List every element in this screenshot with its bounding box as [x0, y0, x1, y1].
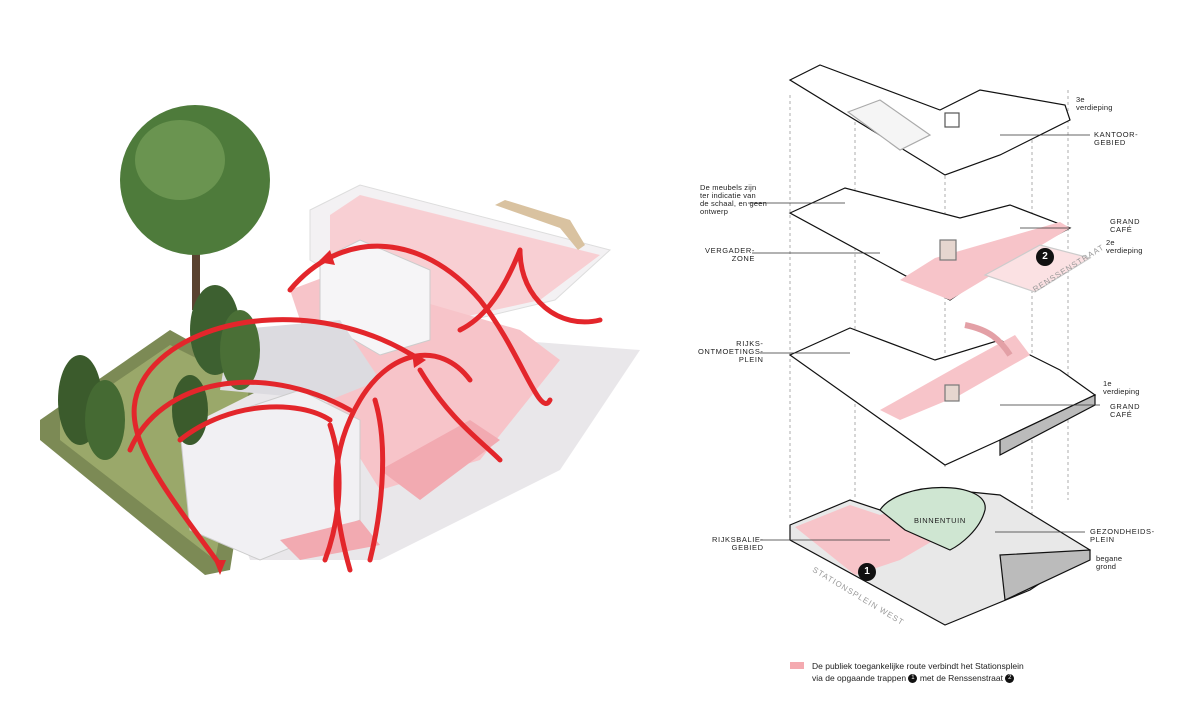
label-rijksbaliegebied: RIJKSBALIE- GEBIED	[712, 535, 764, 552]
legend-text-b: met de Renssenstraat	[919, 673, 1003, 683]
arrow-head	[412, 352, 426, 368]
label-kantoorgebied: KANTOOR- GEBIED	[1094, 130, 1139, 147]
floor-3	[788, 64, 1071, 176]
route-arrow	[131, 317, 423, 568]
arrow-head	[318, 250, 335, 265]
leader-lines	[748, 134, 1100, 541]
tree-crown-highlight	[135, 120, 225, 200]
label-begane-grond: begane grond	[1096, 554, 1123, 571]
stairs-red	[380, 420, 500, 500]
badge-1: 1	[858, 563, 876, 581]
route-arrow	[417, 367, 503, 463]
route-arrow	[177, 404, 333, 443]
label-rijksontmoetingsplein: RIJKS- ONTMOETINGS- PLEIN	[698, 339, 764, 364]
legend-text-a: via de opgaande trappen	[812, 673, 907, 683]
legend: De publiek toegankelijke route verbindt …	[790, 660, 1024, 684]
label-vergaderzone: VERGADER- ZONE	[705, 246, 755, 263]
badge-2: 2	[1036, 248, 1054, 266]
legend-line-2: via de opgaande trappen 1 met de Renssen…	[812, 672, 1024, 684]
label-binnentuin: BINNENTUIN	[914, 516, 966, 525]
floor-2	[788, 187, 1092, 301]
route-arrow	[367, 397, 386, 563]
route-arrow	[127, 379, 353, 453]
label-1e-verdieping: 1e verdieping	[1103, 379, 1140, 396]
label-meubels-note: De meubels zijn ter indicatie van de sch…	[700, 183, 767, 216]
building-axonometric	[40, 105, 640, 575]
legend-line-1: De publiek toegankelijke route verbindt …	[812, 661, 1024, 671]
arrow-head	[214, 560, 226, 575]
tree-trunk	[192, 230, 200, 310]
legend-swatch-route	[790, 662, 804, 669]
route-arrow	[287, 243, 553, 406]
route-arrows	[127, 243, 603, 573]
legend-badge-2: 2	[1005, 674, 1015, 684]
conifer-icon	[85, 380, 125, 460]
legend-badge-1: 1	[908, 674, 918, 684]
route-arrow	[322, 422, 342, 563]
inner-court	[220, 320, 380, 400]
canopy	[495, 200, 585, 250]
guide-lines	[789, 90, 1069, 520]
floor-ground	[789, 487, 1092, 626]
label-grand-cafe-2: GRAND CAFÉ	[1110, 217, 1141, 234]
conifer-icon	[220, 310, 260, 390]
route-arrow	[457, 247, 603, 333]
binnentuin-garden	[879, 487, 986, 551]
label-grand-cafe-1: GRAND CAFÉ	[1110, 402, 1141, 419]
label-3e-verdieping: 3e verdieping	[1076, 95, 1113, 112]
label-gezondheidsplein: GEZONDHEIDS- PLEIN	[1090, 527, 1155, 544]
floor-1	[788, 322, 1097, 466]
label-2e-verdieping: 2e verdieping	[1106, 238, 1143, 255]
